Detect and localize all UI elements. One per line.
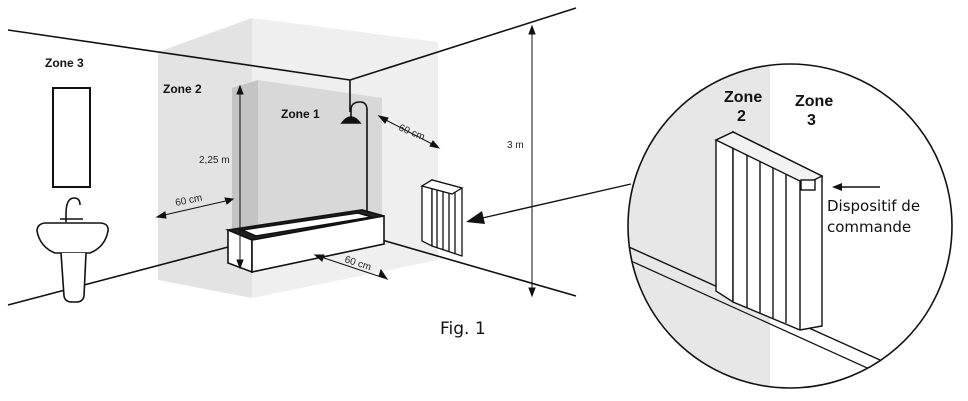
control-device-label-line1: Dispositif de — [827, 197, 920, 215]
bathtub-side-face — [251, 215, 385, 273]
zoom-zone2-label-line1: Zone — [724, 89, 762, 106]
zoom-zone2-label-line2: 2 — [737, 108, 746, 125]
control-device-label-line2: commande — [827, 218, 911, 236]
zone1-room-label: Zone 1 — [281, 107, 320, 121]
zone1-left-face — [232, 80, 258, 272]
zoom-zone3-label-line1: Zone — [795, 93, 833, 110]
zone2-room-label: Zone 2 — [163, 82, 202, 96]
dim-225-label: 2,25 m — [199, 155, 230, 166]
dim-60-left-line — [159, 199, 231, 217]
ceiling-left-edge — [7, 29, 351, 81]
bathtub-inner — [239, 212, 373, 237]
shower — [340, 101, 368, 212]
floor-left-edge — [7, 245, 233, 306]
bathtub — [225, 209, 385, 274]
ceiling-right-edge — [349, 7, 577, 81]
figure-caption: Fig. 1 — [440, 319, 486, 339]
mirror — [52, 87, 91, 188]
radiator-room — [420, 178, 464, 257]
dim-3m-label: 3 m — [507, 140, 524, 151]
zone2-left-face — [158, 18, 252, 298]
zoom-detail — [627, 63, 953, 389]
floor-right-edge — [381, 239, 577, 297]
washbasin — [36, 197, 109, 303]
zone3-room-label: Zone 3 — [45, 56, 84, 70]
dimension-lines — [155, 24, 536, 298]
zoom-zone3-label-line2: 3 — [807, 112, 816, 129]
dim-60-right-line — [381, 117, 437, 147]
room-outline — [7, 7, 577, 306]
pointer-arrow — [466, 183, 632, 224]
zoom-circle-border — [627, 63, 953, 389]
radiator-zoom — [714, 130, 824, 331]
dim-60-bottom-line — [317, 255, 385, 279]
